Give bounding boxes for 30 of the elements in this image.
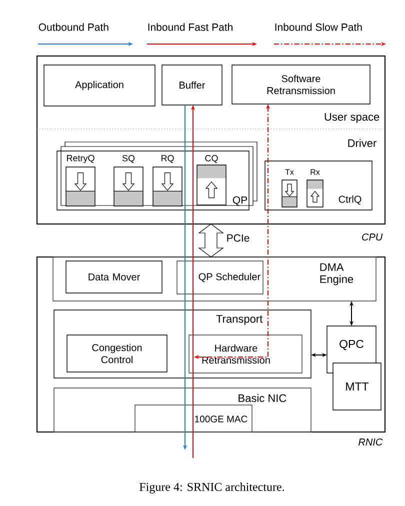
node-label: RQ — [161, 155, 174, 163]
process-box: Data Mover — [66, 260, 162, 294]
process-box: Software Retransmission — [232, 64, 370, 104]
node-label: CQ — [205, 155, 218, 163]
queue-box: RQ — [152, 155, 182, 206]
node-label: Tx — [285, 169, 294, 175]
queue-box: RetryQ — [66, 154, 96, 206]
legend-label: Outbound Path — [38, 23, 108, 31]
queue-box: SQ — [114, 155, 144, 206]
legend-label: Inbound Slow Path — [275, 23, 362, 31]
region-label: Driver — [348, 138, 376, 148]
buffer-box: Buffer — [162, 64, 222, 106]
legend-label: Inbound Fast Path — [148, 23, 232, 31]
process-box: Application — [44, 64, 156, 106]
queue-box: CQ — [196, 155, 226, 206]
process-box: QP Scheduler — [176, 260, 264, 294]
memory-box: MTT — [332, 362, 382, 410]
node-label: CPU — [362, 233, 383, 241]
edge-label: PCIe — [225, 233, 251, 243]
process-box: Congestion Control — [66, 334, 168, 372]
process-box: Hardware Retransmission — [188, 334, 302, 374]
node-label: RNIC — [358, 438, 383, 446]
node-label: SQ — [122, 155, 135, 163]
node-label: Rx — [310, 169, 320, 175]
queue-box: Rx — [306, 169, 324, 208]
caption: Figure 4: SRNIC architecture. — [140, 482, 284, 494]
mac-box: 100GE MAC — [134, 404, 252, 432]
double-arrow — [198, 224, 224, 258]
queue-box: Tx — [282, 169, 298, 208]
node-label: RetryQ — [66, 154, 94, 164]
